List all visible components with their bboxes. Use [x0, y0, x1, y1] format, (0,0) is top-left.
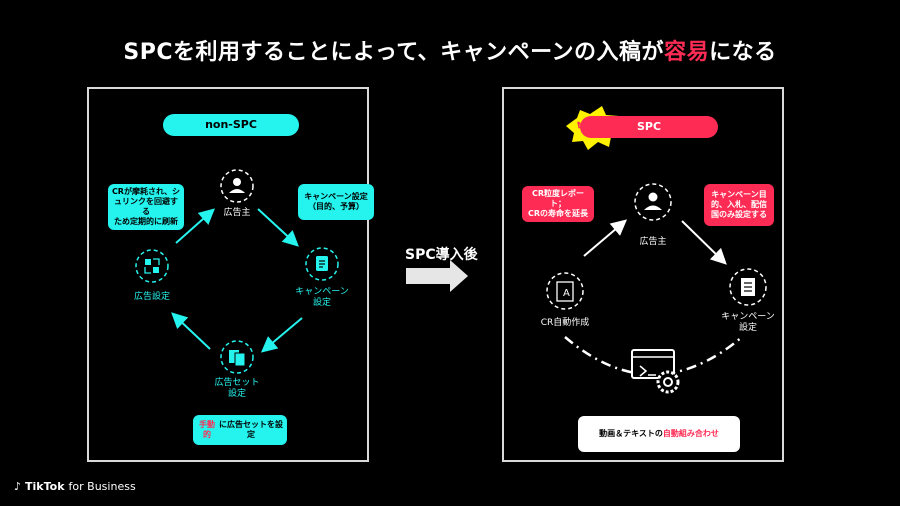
left-bottom-note: 手動的に広告セットを設定 [193, 415, 287, 445]
spc-panel [502, 87, 784, 462]
left-top-right-note: キャンペーン設定 （目的、予算） [298, 184, 374, 220]
right-top-left-note: CR粒度レポート； CRの寿命を延長 [522, 186, 594, 222]
title-highlight: 容易 [664, 40, 710, 65]
left-node-advertiser: 広告主 [223, 208, 251, 218]
transition-label: SPC導入後 [405, 247, 478, 263]
left-node-ad: 広告設定 [133, 292, 170, 302]
tiktok-note-icon: ♪ [14, 480, 22, 493]
non-spc-panel [87, 87, 369, 462]
right-bottom-note: 動画＆テキストの自動組み合わせ [578, 416, 740, 452]
spc-header: SPC [580, 116, 718, 138]
right-top-right-note: キャンペーン目 的、入札、配信 国のみ設定する [704, 184, 774, 226]
non-spc-header: non-SPC [163, 114, 299, 136]
right-node-advertiser: 広告主 [639, 237, 667, 247]
page-title: SPCを利用することによって、キャンペーンの入稿が容易になる [123, 40, 777, 65]
transition-arrow-icon [406, 260, 468, 292]
left-top-left-note: CRが摩耗され、シ ュリンクを回避する ため定期的に刷新 [108, 184, 184, 230]
footer-logo: ♪ TikTok for Business [14, 480, 136, 493]
left-node-campaign: キャンペーン 設定 [295, 287, 349, 308]
right-node-cr: CR自動作成 [540, 318, 590, 328]
right-node-campaign: キャンペーン 設定 [721, 312, 775, 333]
left-node-adset: 広告セット 設定 [214, 378, 260, 399]
